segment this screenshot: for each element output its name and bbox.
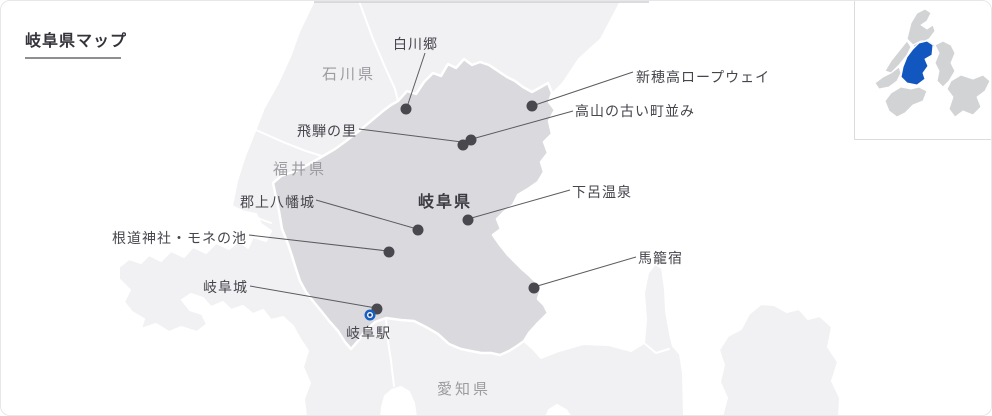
label-gifu-pref: 岐阜県	[418, 194, 473, 211]
marker-nemichi-shrine-monet-pond[interactable]	[383, 246, 395, 258]
marker-shinhotaka-ropeway[interactable]	[526, 100, 538, 112]
inset-noto-shape	[906, 8, 936, 46]
label-hida-no-sato[interactable]: 飛騨の里	[297, 123, 357, 139]
label-shirakawago[interactable]: 白川郷	[393, 36, 438, 52]
gifu-prefecture-shape[interactable]	[271, 57, 557, 357]
label-gujo-hachiman-castle[interactable]: 郡上八幡城	[240, 194, 315, 210]
inset-fukui-shape	[874, 66, 902, 90]
poi-markers	[371, 100, 540, 315]
marker-hida-no-sato[interactable]	[457, 139, 469, 151]
inset-gifu-highlight	[900, 40, 934, 86]
label-fukui-pref: 福井県	[273, 161, 328, 178]
inset-locator-map	[854, 1, 991, 140]
marker-takayama-old-town[interactable]	[465, 134, 477, 146]
label-ishikawa-pref: 石川県	[322, 66, 377, 83]
inset-map-svg	[874, 8, 991, 118]
label-nemichi-shrine-monet-pond[interactable]: 根道神社・モネの池	[112, 230, 247, 246]
marker-gifu-station[interactable]	[364, 309, 376, 321]
label-aichi-pref: 愛知県	[437, 381, 492, 398]
label-magome-juku[interactable]: 馬籠宿	[638, 250, 683, 266]
prefecture-borders	[233, 1, 670, 387]
inset-east-shape	[946, 74, 991, 118]
marker-gujo-hachiman-castle[interactable]	[412, 224, 424, 236]
title-underline	[25, 57, 121, 59]
label-gero-onsen[interactable]: 下呂温泉	[572, 184, 632, 200]
inset-nagano-shape	[934, 40, 956, 88]
marker-magome-juku[interactable]	[528, 282, 540, 294]
leader-lines	[248, 52, 637, 309]
inset-aichi-mie-shape	[884, 86, 928, 118]
marker-shirakawago[interactable]	[400, 103, 412, 115]
page-title: 岐阜県マップ	[25, 33, 128, 50]
marker-gero-onsen[interactable]	[462, 214, 474, 226]
label-takayama-old-town[interactable]: 高山の古い町並み	[575, 103, 695, 119]
label-shinhotaka-ropeway[interactable]: 新穂高ロープウェイ	[636, 69, 771, 85]
label-gifu-castle[interactable]: 岐阜城	[203, 279, 248, 295]
land-mass-southeast	[718, 303, 841, 415]
label-gifu-station[interactable]: 岐阜駅	[346, 325, 391, 341]
